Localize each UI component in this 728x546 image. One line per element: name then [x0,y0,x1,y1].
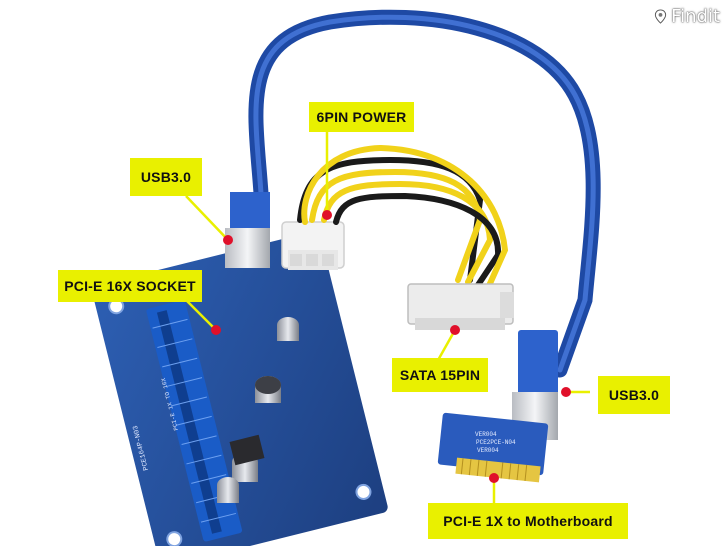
capacitor [217,477,239,503]
adapter-line2-text: PCE2PCE-N04 [476,439,516,446]
pointer-dot [211,325,221,335]
pointer-dot [322,210,332,220]
pointer-dot [489,473,499,483]
callout-6pin-power: 6PIN POWER [309,102,414,132]
callout-usb-right: USB3.0 [598,376,670,414]
adapter-line3-text: VER004 [477,447,499,454]
pcie-16x-slot [146,300,243,542]
pin-icon [654,9,667,24]
callout-pcie-16x-socket: PCI-E 16X SOCKET [58,270,202,302]
watermark: Findit [653,6,720,27]
capacitor [255,376,281,403]
adapter-line1-text: VER004 [475,431,497,438]
pointer-dot [223,235,233,245]
power-wires [297,144,509,291]
six-pin-connector [281,221,345,270]
pcie-1x-adapter [437,412,549,483]
pointer-dot [450,325,460,335]
watermark-text: Findit [671,6,720,27]
callout-usb-left: USB3.0 [130,158,202,196]
usb-connector-left [225,192,270,268]
callout-sata-15pin: SATA 15PIN [392,358,488,392]
callout-pcie-1x-motherboard: PCI-E 1X to Motherboard [428,503,628,539]
sata-connector [407,283,514,330]
capacitor [277,317,299,341]
pointer-dot [561,387,571,397]
regulator-chip [229,434,265,466]
